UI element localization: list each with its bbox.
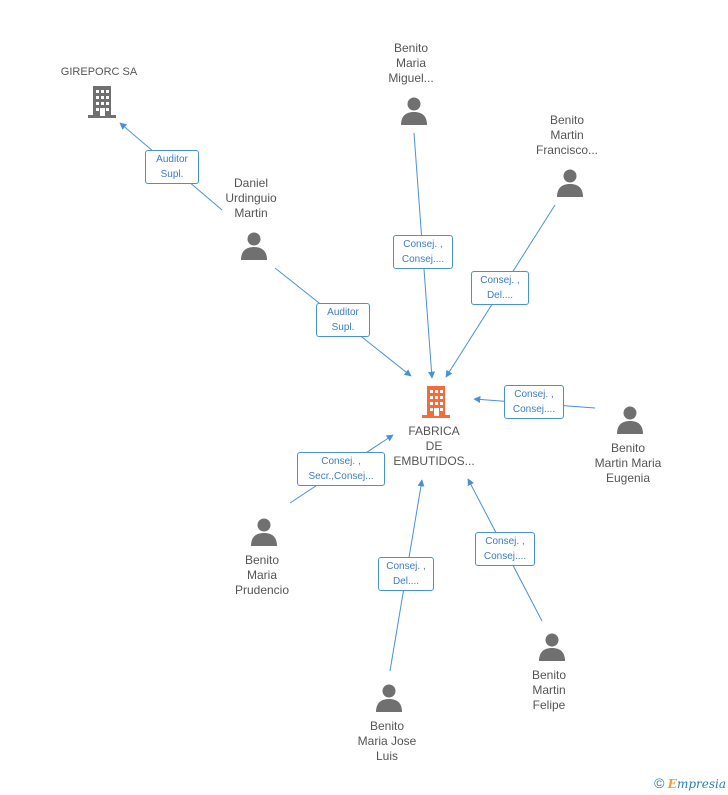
edge-label-francisco-center[interactable]: Consej. , Del.... — [471, 271, 529, 305]
edge-label-eugenia-center[interactable]: Consej. , Consej.... — [504, 385, 564, 419]
person-icon[interactable] — [374, 683, 404, 713]
edge-label-daniel-gireporc[interactable]: Auditor Supl. — [145, 150, 199, 184]
person-icon[interactable] — [239, 231, 269, 261]
copyright-icon: © — [654, 775, 665, 791]
building-icon[interactable] — [86, 84, 118, 120]
edge-label-prudencio-center[interactable]: Consej. , Secr.,Consej... — [297, 452, 385, 486]
edge-label-daniel-center[interactable]: Auditor Supl. — [316, 303, 370, 337]
edge-label-joseluis-center[interactable]: Consej. , Del.... — [378, 557, 434, 591]
person-icon[interactable] — [399, 96, 429, 126]
person-icon[interactable] — [555, 168, 585, 198]
brand-name: mpresia — [676, 777, 726, 791]
person-label-benito-francisco[interactable]: Benito Martin Francisco... — [535, 113, 598, 157]
company-label-center[interactable]: FABRICA DE EMBUTIDOS... — [393, 424, 475, 468]
person-icon[interactable] — [249, 517, 279, 547]
brand-footer[interactable]: © Empresia — [654, 775, 726, 791]
person-label-benito-prudencio[interactable]: Benito Maria Prudencio — [234, 553, 290, 597]
person-label-benito-felipe[interactable]: Benito Martin Felipe — [531, 668, 567, 712]
person-label-benito-miguel[interactable]: Benito Maria Miguel... — [388, 41, 434, 85]
person-label-daniel[interactable]: Daniel Urdinguio Martin — [225, 176, 277, 220]
building-icon-center[interactable] — [420, 384, 452, 420]
person-label-benito-eugenia[interactable]: Benito Martin Maria Eugenia — [594, 441, 662, 485]
edge-label-miguel-center[interactable]: Consej. , Consej.... — [393, 235, 453, 269]
person-icon[interactable] — [537, 632, 567, 662]
person-label-benito-jose-luis[interactable]: Benito Maria Jose Luis — [357, 719, 417, 763]
brand-logo-letter: E — [667, 777, 677, 791]
edge-label-felipe-center[interactable]: Consej. , Consej.... — [475, 532, 535, 566]
person-icon[interactable] — [615, 405, 645, 435]
company-label-gireporc: GIREPORC SA — [60, 66, 138, 78]
